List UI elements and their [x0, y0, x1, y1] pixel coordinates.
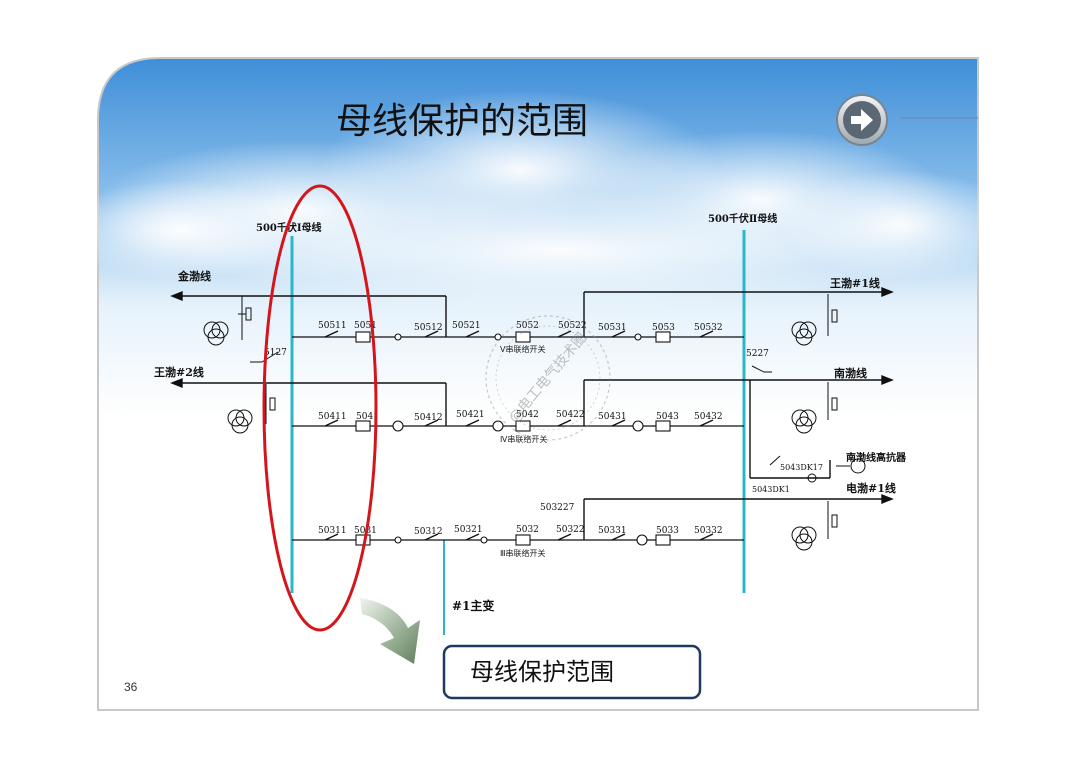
- label-5053: 5053: [652, 323, 675, 333]
- label-50421: 50421: [456, 410, 485, 420]
- line-label-nanbo: 南渤线: [834, 366, 867, 380]
- line-label-dianbo1: 电渤#1线: [846, 481, 896, 495]
- label-50312: 50312: [414, 527, 443, 537]
- label-503227: 503227: [540, 503, 575, 513]
- label-50411: 50411: [318, 412, 347, 422]
- label-5051: 5051: [354, 321, 377, 331]
- label-50532: 50532: [694, 323, 723, 333]
- label-50422: 50422: [556, 410, 585, 420]
- disconnector-blades: [324, 330, 714, 541]
- tie-label-5: Ⅴ串联络开关: [500, 344, 545, 354]
- label-50311: 50311: [318, 526, 347, 536]
- label-5043: 5043: [656, 412, 679, 422]
- slide-title: 母线保护的范围: [336, 101, 588, 142]
- label-5041: 5041: [356, 412, 379, 422]
- line-label-wangbo2: 王渤#2线: [154, 365, 204, 379]
- label-50531: 50531: [598, 323, 627, 333]
- label-5227: 5227: [746, 349, 769, 359]
- label-50522: 50522: [558, 321, 587, 331]
- label-50412: 50412: [414, 413, 443, 423]
- transformer-label: #1主变: [452, 598, 494, 613]
- tie-label-4: Ⅳ串联络开关: [500, 434, 547, 444]
- bus-2-label: 500千伏Ⅱ母线: [708, 212, 777, 225]
- label-50521: 50521: [452, 321, 481, 331]
- label-50331: 50331: [598, 526, 627, 536]
- callout-text: 母线保护范围: [470, 658, 614, 686]
- tie-label-3: Ⅲ串联络开关: [500, 548, 546, 558]
- label-5052: 5052: [516, 321, 539, 331]
- line-label-jinbo: 金渤线: [177, 269, 211, 283]
- pointer-arrow-icon: [360, 598, 420, 664]
- page-number: 36: [124, 680, 138, 694]
- label-5127: 5127: [264, 348, 287, 358]
- line-equipment: [203, 294, 866, 551]
- next-slide-button[interactable]: [836, 94, 888, 146]
- label-50511: 50511: [318, 321, 347, 331]
- label-50332: 50332: [694, 526, 723, 536]
- label-50431: 50431: [598, 412, 627, 422]
- reactor-label: 南渤线高抗器: [846, 451, 907, 464]
- protection-zone-oval: [262, 184, 378, 632]
- feeder-lines: [170, 286, 894, 540]
- arrow-right-icon: [851, 109, 873, 131]
- label-5032: 5032: [516, 525, 539, 535]
- label-5043DK1: 5043DK1: [752, 485, 790, 494]
- label-50321: 50321: [454, 525, 483, 535]
- label-50322: 50322: [556, 525, 585, 535]
- equipment-symbols: [355, 331, 671, 546]
- clouds: [60, 90, 1020, 310]
- label-50512: 50512: [414, 323, 443, 333]
- label-5043DK17: 5043DK17: [780, 463, 823, 472]
- line-label-wangbo1: 王渤#1线: [830, 276, 880, 290]
- label-50432: 50432: [694, 412, 723, 422]
- label-5033: 5033: [656, 526, 679, 536]
- label-5042: 5042: [516, 410, 539, 420]
- callout-box: 母线保护范围: [442, 644, 702, 700]
